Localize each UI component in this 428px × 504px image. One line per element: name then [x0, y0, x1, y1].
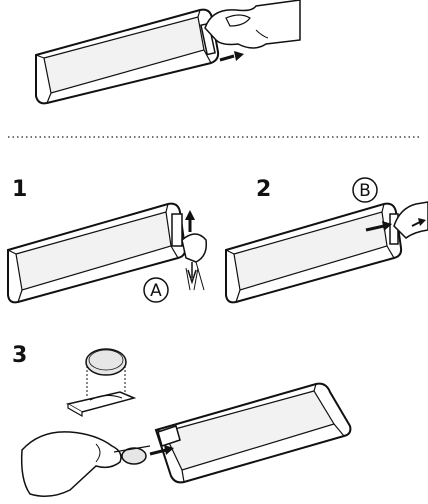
callout-b-label: B — [359, 181, 371, 201]
insert-guide-lines — [86, 366, 126, 396]
insert-arrow-icon — [149, 445, 174, 456]
callout-b: B — [352, 177, 378, 203]
hand-holding-tray-icon — [20, 431, 122, 497]
step-2-number: 2 — [256, 177, 271, 202]
up-arrow-icon — [185, 210, 195, 232]
step-3-number: 3 — [12, 343, 27, 368]
remote-control-step1 — [7, 202, 187, 304]
remote-control-step2 — [225, 202, 403, 304]
pull-arrow-icon — [219, 51, 244, 62]
coin-battery-icon — [85, 348, 127, 376]
hand-sliding-icon — [393, 201, 428, 239]
step-1-remote-illustration: A — [7, 202, 208, 304]
callout-a: A — [143, 277, 169, 303]
battery-tray-icon — [65, 391, 137, 418]
top-remote-illustration — [35, 0, 301, 105]
slide-arrow-icon — [365, 218, 426, 232]
step-1-number: 1 — [12, 177, 27, 202]
down-arrow-icon — [185, 262, 199, 291]
remote-control-top — [35, 8, 220, 105]
step-3-insert-illustration — [20, 382, 352, 497]
hand-pressing-icon — [181, 233, 208, 291]
step-2-remote-illustration: B — [225, 177, 428, 304]
remote-control-step3 — [154, 382, 352, 484]
step-3-battery-tray-illustration — [65, 348, 137, 418]
tray-with-battery-icon — [113, 445, 151, 465]
hand-pulling-icon — [204, 0, 301, 49]
callout-a-label: A — [150, 281, 162, 301]
